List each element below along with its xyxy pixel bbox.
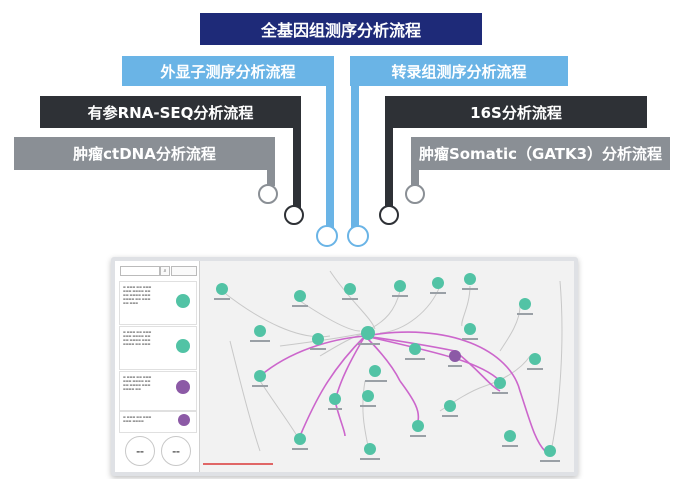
banner-transcriptome[interactable]: 转录组测序分析流程 [350, 56, 568, 86]
workflow-node [504, 430, 516, 442]
search-icon: ⌕ [163, 268, 167, 274]
workflow-node-icon [176, 294, 190, 308]
sidebar-round-button-right[interactable]: ▬▬ [161, 436, 191, 466]
card-description: ▬ ▬▬▬ ▬▬ ▬▬▬▬▬▬ ▬▬▬▬ ▬▬▬▬ ▬▬▬▬ ▬▬▬▬▬▬▬ ▬… [123, 285, 152, 305]
workflow-node [519, 298, 531, 310]
card-description: ▬ ▬▬▬ ▬▬ ▬▬▬▬▬▬ ▬▬▬▬ [123, 415, 152, 423]
workflow-node-icon [176, 380, 190, 394]
workflow-card[interactable]: ▬ ▬▬▬ ▬▬ ▬▬▬▬▬▬ ▬▬▬▬ ▬▬▬▬ ▬▬▬▬ ▬▬▬▬▬▬▬ ▬… [119, 281, 197, 325]
workflow-node [444, 400, 456, 412]
workflow-node-labels [214, 288, 560, 462]
workflow-node [294, 433, 306, 445]
workflow-node [464, 323, 476, 335]
workflow-card[interactable]: ▬ ▬▬▬ ▬▬ ▬▬▬▬▬▬ ▬▬▬▬ [119, 411, 197, 433]
banner-somatic[interactable]: 肿瘤Somatic（GATK3）分析流程 [411, 137, 670, 170]
card-description: ▬ ▬▬▬ ▬▬ ▬▬▬▬▬▬ ▬▬▬▬ ▬▬▬▬ ▬▬▬▬ ▬▬▬▬▬▬▬ ▬… [123, 375, 152, 391]
workflow-card[interactable]: ▬ ▬▬▬ ▬▬ ▬▬▬▬▬▬ ▬▬▬▬ ▬▬▬▬ ▬▬▬▬ ▬▬▬▬▬▬▬ ▬… [119, 326, 197, 370]
connector-end-exome [316, 225, 338, 247]
sidebar-round-button-left[interactable]: ▬▬ [125, 436, 155, 466]
workflow-node [529, 353, 541, 365]
workflow-edges-pink [259, 331, 546, 452]
workflow-node [361, 326, 375, 340]
banner-rnaseq[interactable]: 有参RNA-SEQ分析流程 [40, 96, 301, 128]
connector-end-ctdna [258, 184, 278, 204]
workflow-node [464, 273, 476, 285]
workflow-node [369, 365, 381, 377]
workflow-nodes [216, 273, 556, 457]
workflow-node [344, 283, 356, 295]
banner-wgs[interactable]: 全基因组测序分析流程 [200, 13, 482, 45]
workflow-node [364, 443, 376, 455]
workflow-node-icon [176, 339, 190, 353]
workflow-node [294, 290, 306, 302]
workflow-node [494, 377, 506, 389]
workflow-node [254, 370, 266, 382]
workflow-node [409, 343, 421, 355]
connector-end-16s [379, 205, 399, 225]
connector-end-transcriptome [347, 225, 369, 247]
workflow-node-icon [178, 414, 190, 426]
card-description: ▬ ▬▬▬ ▬▬ ▬▬▬▬▬▬ ▬▬▬▬ ▬▬▬▬ ▬▬▬▬ ▬▬▬▬▬▬▬ ▬… [123, 330, 152, 346]
workflow-node [544, 445, 556, 457]
sidebar-filter-select[interactable] [171, 266, 197, 276]
workflow-sidebar: ⌕ ▬ ▬▬▬ ▬▬ ▬▬▬▬▬▬ ▬▬▬▬ ▬▬▬▬ ▬▬▬▬ ▬▬▬▬▬▬▬… [115, 261, 200, 472]
workflow-node [254, 325, 266, 337]
canvas-status-line [203, 463, 273, 465]
connector-end-rnaseq [284, 205, 304, 225]
workflow-node [216, 283, 228, 295]
banner-ctdna[interactable]: 肿瘤ctDNA分析流程 [14, 137, 275, 170]
workflow-node [394, 280, 406, 292]
workflow-node [362, 390, 374, 402]
connector-end-somatic [405, 184, 425, 204]
workflow-node [449, 350, 461, 362]
banner-exome[interactable]: 外显子测序分析流程 [122, 56, 334, 86]
sidebar-search-button[interactable]: ⌕ [160, 266, 170, 276]
workflow-node [412, 420, 424, 432]
workflow-node [432, 277, 444, 289]
workflow-editor-panel: ⌕ ▬ ▬▬▬ ▬▬ ▬▬▬▬▬▬ ▬▬▬▬ ▬▬▬▬ ▬▬▬▬ ▬▬▬▬▬▬▬… [111, 257, 578, 476]
workflow-card[interactable]: ▬ ▬▬▬ ▬▬ ▬▬▬▬▬▬ ▬▬▬▬ ▬▬▬▬ ▬▬▬▬ ▬▬▬▬▬▬▬ ▬… [119, 371, 197, 411]
banner-16s[interactable]: 16S分析流程 [385, 96, 647, 128]
sidebar-search-input[interactable] [120, 266, 160, 276]
workflow-node [312, 333, 324, 345]
workflow-node [329, 393, 341, 405]
workflow-graph-canvas[interactable] [200, 261, 574, 472]
workflow-edges-grey [221, 270, 563, 457]
